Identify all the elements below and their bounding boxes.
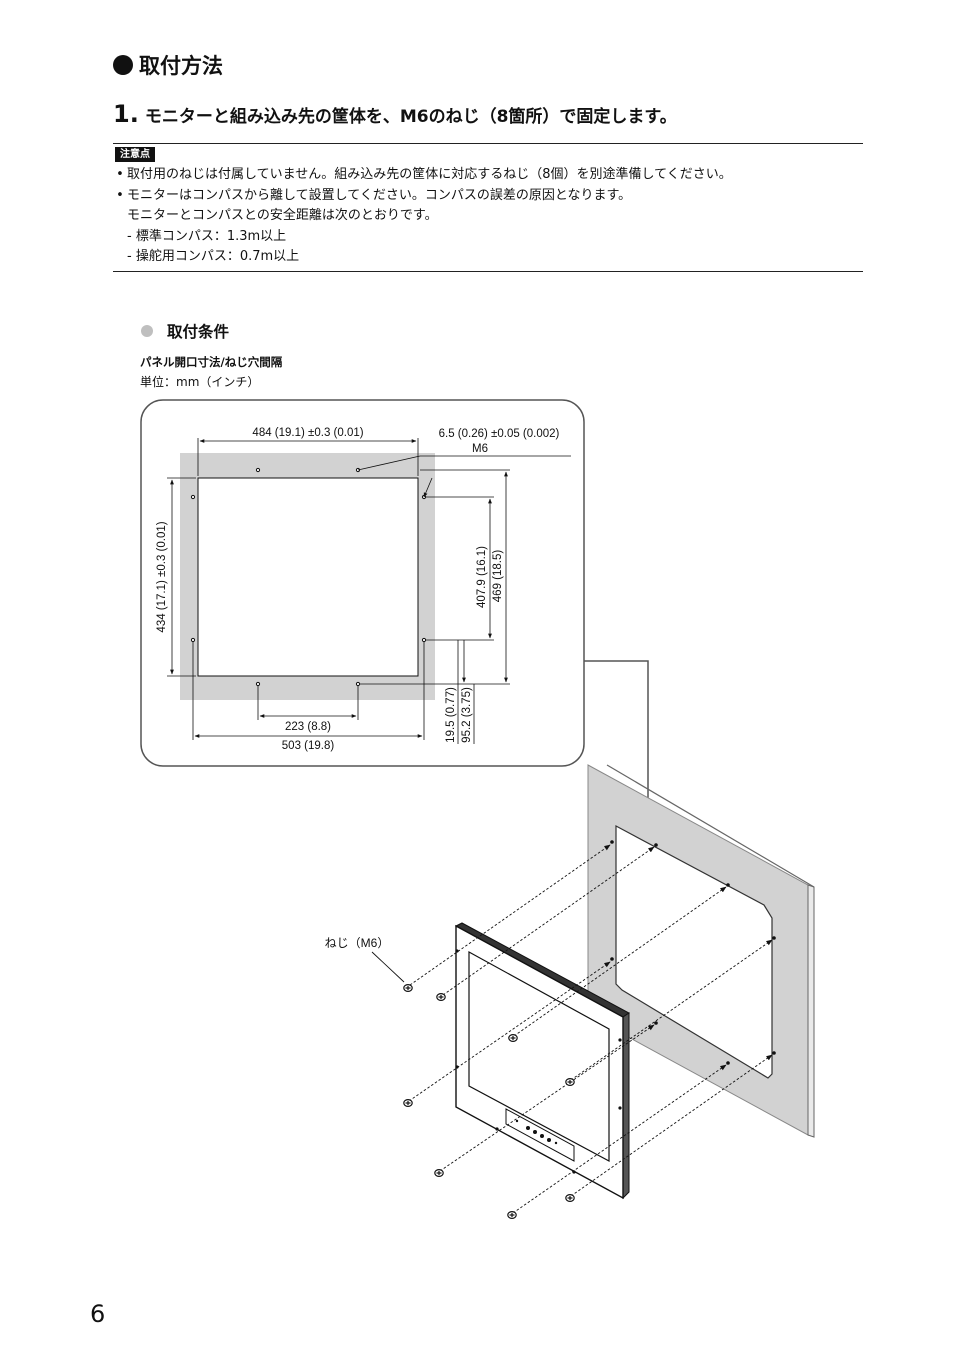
dim-left-height: 434 (17.1) ±0.3 (0.01) xyxy=(156,521,168,632)
caution-item: •取付用のねじは付属していません。組み込み先の筐体に対応するねじ（8個）を別途準… xyxy=(116,167,732,182)
dim-offset-small: 19.5 (0.77) xyxy=(445,687,457,743)
conditions-unit: 単位：mm（インチ） xyxy=(140,375,260,389)
conditions-title: 取付条件 xyxy=(141,320,229,342)
control-buttons xyxy=(515,1119,558,1145)
distance-standard: - 標準コンパス：1.3m以上 xyxy=(127,228,287,244)
screw-arrows xyxy=(408,844,773,1214)
caution-badge: 注意点 xyxy=(115,147,155,162)
screw-label-leader xyxy=(371,951,405,983)
caution-bottom-rule xyxy=(113,271,863,272)
monitor-holes xyxy=(455,949,622,1174)
monitor xyxy=(454,922,630,1200)
dimension-detail: 484 (19.1) ±0.3 (0.01) 6.5 (0.26) ±0.05 … xyxy=(140,399,585,767)
detail-connector xyxy=(584,660,649,810)
page-number: 6 xyxy=(90,1300,106,1328)
caution-continuation: モニターとコンパスとの安全距離は次のとおりです。 xyxy=(127,208,438,223)
screw-icons xyxy=(403,983,575,1220)
caution-top-rule xyxy=(113,143,863,144)
panel-opening xyxy=(197,477,419,677)
dim-bottom-inner: 223 (8.8) xyxy=(285,721,331,733)
dim-right-inner: 407.9 (16.1) xyxy=(476,546,488,608)
section-title-text: 取付方法 xyxy=(139,54,223,78)
section-title: 取付方法 xyxy=(113,50,223,80)
dim-hole-diameter: 6.5 (0.26) ±0.05 (0.002) xyxy=(439,428,560,440)
dim-offset-large: 95.2 (3.75) xyxy=(461,687,473,743)
distance-steering: - 操舵用コンパス：0.7m以上 xyxy=(127,249,300,264)
conditions-caption: パネル開口寸法/ねじ穴間隔 xyxy=(140,355,283,369)
caution-item: •モニターはコンパスから離して設置してください。コンパスの誤差の原因となります。 xyxy=(116,187,632,203)
gray-bullet-icon xyxy=(141,325,153,337)
enclosure-panel xyxy=(587,764,815,1138)
step-text: モニターと組み込み先の筐体を、M6のねじ（8箇所）で固定します。 xyxy=(144,107,677,127)
step-number: 1. xyxy=(113,100,139,128)
dim-right-outer: 469 (18.5) xyxy=(492,550,504,603)
bullet-dot-icon xyxy=(113,55,133,75)
dim-bottom-outer: 503 (19.8) xyxy=(282,740,335,752)
screw-label: ねじ（M6） xyxy=(325,936,390,950)
step-heading: 1. モニターと組み込み先の筐体を、M6のねじ（8箇所）で固定します。 xyxy=(113,100,677,128)
panel-holes xyxy=(610,840,776,1065)
dim-thread: M6 xyxy=(472,443,488,455)
caution-notes: •取付用のねじは付属していません。組み込み先の筐体に対応するねじ（8個）を別途準… xyxy=(113,165,732,268)
dim-top-width: 484 (19.1) ±0.3 (0.01) xyxy=(252,427,363,439)
